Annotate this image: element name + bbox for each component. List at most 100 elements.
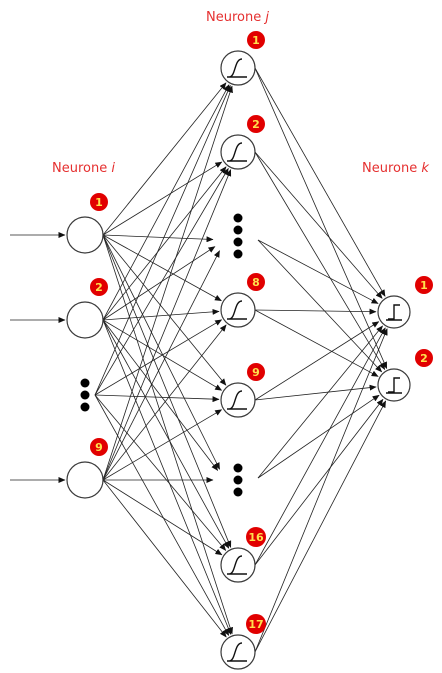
ellipsis-dot (80, 378, 90, 388)
neuron-circle (220, 134, 256, 170)
edge-hidden-output (254, 321, 380, 401)
neuron-index-badge (90, 193, 108, 211)
edge-input-hidden-elided (94, 394, 227, 551)
edge-input-hidden (102, 84, 230, 321)
neuron-circle (220, 382, 256, 418)
neuron-circle (66, 301, 104, 339)
neuron-circle (220, 634, 256, 670)
sigmoid-activation-icon (227, 300, 247, 320)
neuron-index-badge (246, 614, 266, 634)
input-neuron: 9 (66, 438, 108, 499)
neuron-index-label: 2 (252, 118, 260, 131)
edge-input-hidden-elided (94, 167, 229, 396)
edge-input-hidden (102, 234, 232, 548)
neuron-index-label: 8 (252, 276, 260, 289)
edge-input-hidden-elided (94, 394, 220, 403)
hidden-neuron: 17 (220, 614, 266, 670)
sigmoid-activation-icon (227, 58, 247, 78)
neuron-index-label: 2 (420, 352, 428, 365)
edge-hidden-output-elided (257, 239, 379, 304)
edge-hidden-output (254, 309, 379, 377)
edge-input-hidden (102, 234, 234, 635)
edge-hidden-output (254, 67, 386, 297)
ellipsis-dot (233, 213, 243, 223)
edge-hidden-output-elided (257, 239, 383, 373)
edge-hidden-output (254, 151, 386, 370)
hidden-layer-label: Neurone j (206, 10, 269, 25)
edge-input-hidden (102, 324, 227, 481)
edge-input-hidden-elided (102, 234, 221, 470)
edge-input-hidden (102, 234, 227, 386)
ellipsis-dot (80, 402, 90, 412)
hidden-neuron: 8 (220, 273, 265, 328)
neuron-circle (220, 50, 256, 86)
neuron-index-label: 1 (420, 279, 428, 292)
ellipsis-dot (233, 463, 243, 473)
hidden-neuron: 16 (220, 527, 266, 583)
edge-input-hidden-elided (102, 234, 214, 243)
edge-hidden-output (254, 328, 388, 653)
edge-input-hidden (102, 479, 223, 556)
edge-hidden-output (254, 400, 387, 653)
neuron-circle (66, 461, 104, 499)
edge-input-hidden (102, 161, 223, 236)
edge-input-hidden (102, 319, 232, 635)
ellipsis-dot (80, 390, 90, 400)
edge-input-hidden (102, 169, 232, 481)
neuron-circle (220, 292, 256, 328)
sigmoid-activation-icon (227, 390, 247, 410)
neuron-index-label: 17 (248, 618, 263, 631)
edge-input-hidden-elided (102, 250, 220, 481)
ellipsis-group (80, 213, 243, 497)
input-neuron: 2 (66, 278, 108, 339)
input-neuron: 1 (66, 193, 108, 254)
edge-hidden-output (254, 67, 388, 369)
neuron-index-badge (415, 276, 433, 294)
neurons: 1 2 9 1 2 8 9 16 17 1 2 (66, 31, 433, 670)
edge-input-hidden (102, 234, 222, 302)
edge-input-hidden (102, 479, 227, 638)
ellipsis-dot (233, 237, 243, 247)
hidden-neuron: 2 (220, 115, 265, 170)
neuron-index-badge (90, 278, 108, 296)
neuron-index-label: 9 (95, 441, 103, 454)
hidden-neuron: 9 (220, 363, 265, 418)
sigmoid-activation-icon (227, 142, 247, 162)
neuron-index-badge (247, 273, 265, 291)
neuron-index-label: 1 (252, 34, 260, 47)
edge-input-hidden (102, 319, 230, 549)
neuron-index-badge (90, 438, 108, 456)
sigmoid-activation-icon (227, 555, 247, 575)
edge-hidden-output (254, 308, 377, 315)
input-layer-label: Neurone i (52, 161, 115, 176)
ellipsis-dot (233, 475, 243, 485)
neuron-index-badge (247, 363, 265, 381)
neuron-index-badge (415, 349, 433, 367)
edge-input-hidden (102, 82, 227, 236)
neuron-index-label: 9 (252, 366, 260, 379)
step-activation-icon (386, 377, 402, 394)
ellipsis-dot (233, 225, 243, 235)
output-neuron: 1 (377, 276, 433, 329)
edge-hidden-output (254, 398, 384, 566)
edge-input-hidden (102, 85, 233, 481)
edge-hidden-output (254, 384, 377, 401)
neuron-circle (66, 216, 104, 254)
edge-hidden-output-elided (257, 394, 380, 479)
connections (10, 67, 388, 653)
neuron-index-badge (247, 31, 265, 49)
neuron-index-label: 16 (248, 531, 264, 544)
output-neuron: 2 (377, 349, 433, 402)
neuron-index-badge (247, 115, 265, 133)
neuron-index-label: 1 (95, 196, 103, 209)
edge-input-hidden-elided (94, 319, 223, 396)
neuron-index-badge (246, 527, 266, 547)
neuron-circle (220, 547, 256, 583)
output-layer-label: Neurone k (362, 161, 429, 176)
edge-input-hidden-elided (94, 394, 230, 636)
hidden-neuron: 1 (220, 31, 265, 86)
step-activation-icon (386, 304, 402, 321)
edge-hidden-output-elided (257, 325, 383, 479)
ellipsis-dot (233, 249, 243, 259)
